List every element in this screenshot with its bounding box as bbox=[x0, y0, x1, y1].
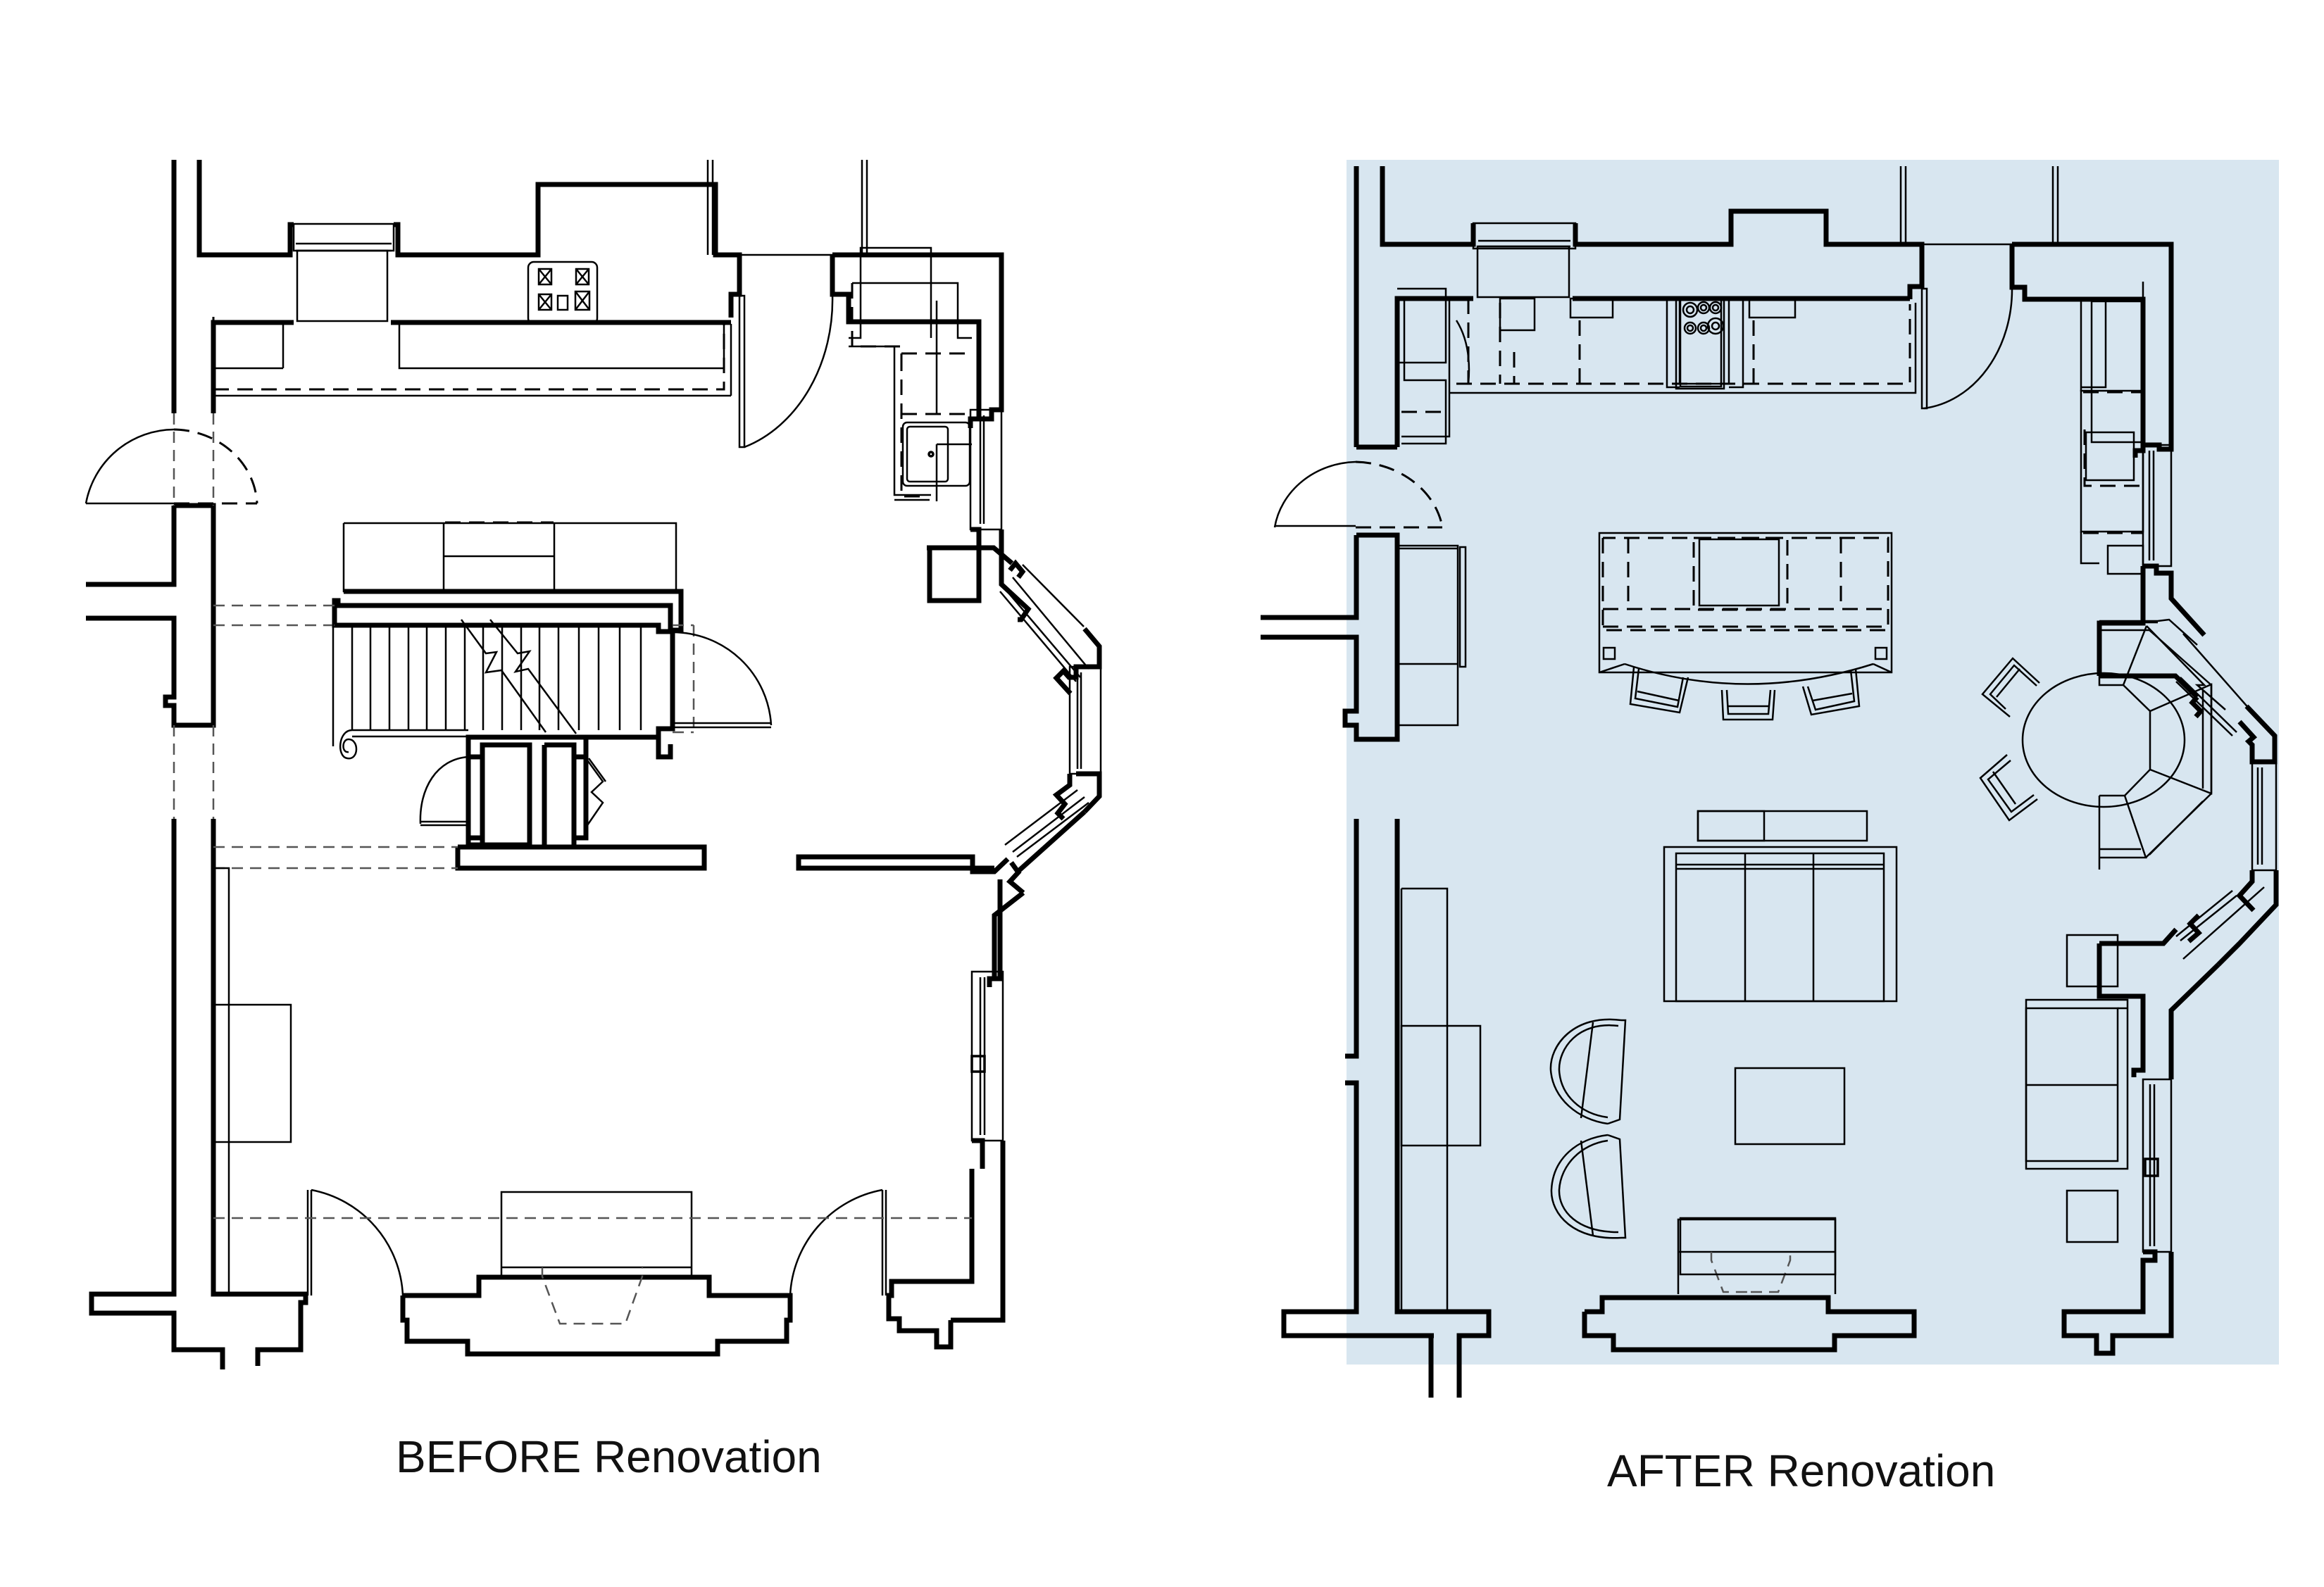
before-renovation-caption: BEFORE Renovation bbox=[396, 1431, 822, 1482]
armchairs bbox=[1549, 1018, 1627, 1239]
after-renovation-caption: AFTER Renovation bbox=[1607, 1445, 1996, 1496]
stair-treads bbox=[332, 623, 642, 746]
cooktop-burners bbox=[537, 268, 591, 311]
before-plan bbox=[85, 160, 1102, 1369]
bar-stools bbox=[1629, 667, 1861, 721]
after-plan bbox=[1261, 166, 2279, 1398]
range-burners bbox=[1682, 301, 1725, 335]
after-plan-highlight bbox=[1347, 160, 2279, 1365]
